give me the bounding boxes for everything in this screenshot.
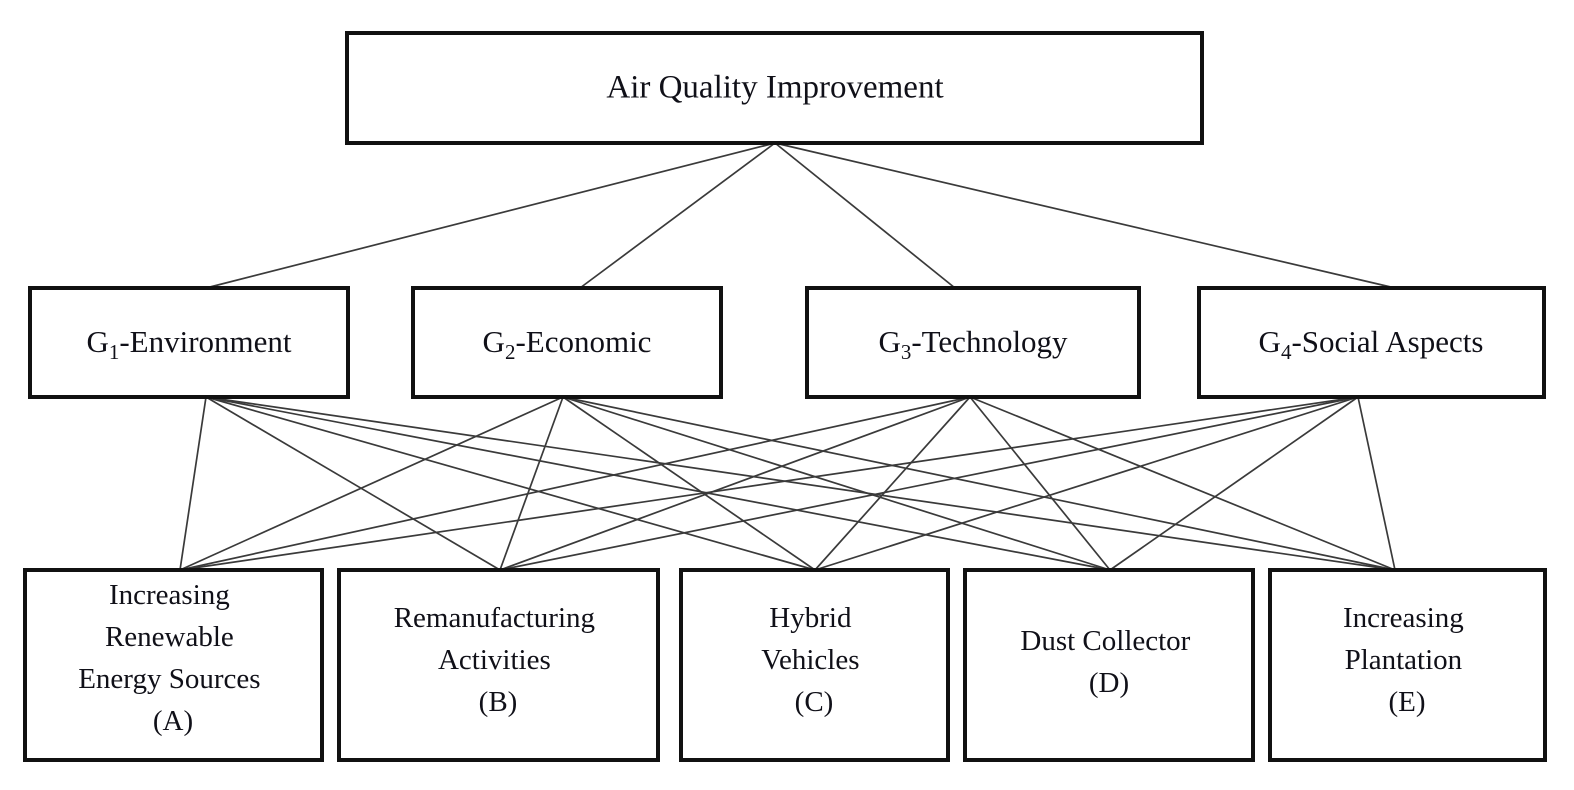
alternative-box-D bbox=[963, 568, 1255, 762]
alt-B-line-1: Remanufacturing bbox=[394, 602, 595, 634]
alt-A-line-3: Energy Sources bbox=[78, 663, 260, 695]
criterion-suffix-G3: -Technology bbox=[911, 324, 1068, 359]
alt-B-line-2: Activities bbox=[438, 644, 551, 676]
criterion-label-G4: G4-Social Aspects bbox=[1259, 324, 1484, 364]
criterion-prefix-G1: G bbox=[86, 324, 108, 359]
node-criterion-G4[interactable]: G4-Social Aspects bbox=[1197, 286, 1546, 399]
node-criterion-G3[interactable]: G3-Technology bbox=[805, 286, 1141, 399]
alt-C-line-3: (C) bbox=[795, 686, 834, 718]
alternative-label-D: Dust Collector (D) bbox=[1020, 625, 1197, 699]
criterion-prefix-G3: G bbox=[878, 324, 900, 359]
alternative-label-E: Increasing Plantation (E) bbox=[1343, 602, 1471, 718]
alt-A-line-1: Increasing bbox=[109, 579, 230, 611]
criterion-label-G1: G1-Environment bbox=[86, 324, 291, 364]
node-alternative-C[interactable]: Hybrid Vehicles (C) bbox=[679, 568, 950, 762]
alt-C-line-2: Vehicles bbox=[761, 644, 859, 676]
criterion-suffix-G4: -Social Aspects bbox=[1291, 324, 1483, 359]
link-goal-to-G1 bbox=[205, 142, 776, 289]
node-goal[interactable]: Air Quality Improvement bbox=[345, 31, 1204, 145]
node-alternative-B[interactable]: Remanufacturing Activities (B) bbox=[337, 568, 660, 762]
alt-A-line-4: (A) bbox=[153, 705, 193, 737]
alt-E-line-2: Plantation bbox=[1345, 644, 1463, 676]
goal-box bbox=[345, 31, 1204, 145]
link-G4-to-D bbox=[1109, 396, 1359, 571]
link-G3-to-A bbox=[179, 396, 971, 571]
link-G1-to-D bbox=[205, 396, 1111, 571]
criterion-suffix-G2: -Economic bbox=[515, 324, 651, 359]
criterion-subscript-G2: 2 bbox=[505, 340, 516, 364]
alternative-label-C: Hybrid Vehicles (C) bbox=[761, 602, 867, 718]
link-G3-to-B bbox=[499, 396, 971, 571]
link-G4-to-C bbox=[814, 396, 1359, 571]
criterion-subscript-G3: 3 bbox=[901, 340, 912, 364]
alt-C-line-1: Hybrid bbox=[769, 602, 852, 634]
link-G1-to-E bbox=[205, 396, 1396, 571]
node-alternative-D[interactable]: Dust Collector (D) bbox=[963, 568, 1255, 762]
link-goal-to-G3 bbox=[774, 142, 956, 289]
criterion-prefix-G4: G bbox=[1259, 324, 1281, 359]
alt-D-line-1: Dust Collector bbox=[1020, 625, 1190, 657]
alt-E-line-3: (E) bbox=[1388, 686, 1425, 718]
criterion-box-G4 bbox=[1197, 286, 1546, 399]
link-G1-to-B bbox=[205, 396, 501, 571]
link-G4-to-E bbox=[1357, 396, 1396, 571]
alternative-box-B bbox=[337, 568, 660, 762]
criterion-box-G2 bbox=[411, 286, 723, 399]
link-G2-to-C bbox=[562, 396, 816, 571]
link-G3-to-E bbox=[969, 396, 1396, 571]
criterion-subscript-G1: 1 bbox=[109, 340, 120, 364]
goal-to-criteria-links bbox=[205, 142, 1396, 289]
goal-label: Air Quality Improvement bbox=[606, 70, 943, 106]
criterion-suffix-G1: -Environment bbox=[119, 324, 292, 359]
alternative-label-B: Remanufacturing Activities (B) bbox=[394, 602, 603, 718]
node-criterion-G2[interactable]: G2-Economic bbox=[411, 286, 723, 399]
link-G2-to-D bbox=[562, 396, 1111, 571]
node-criterion-G1[interactable]: G1-Environment bbox=[28, 286, 350, 399]
alt-B-line-3: (B) bbox=[479, 686, 518, 718]
alt-A-line-2: Renewable bbox=[105, 621, 234, 653]
alternative-label-A: Increasing Renewable Energy Sources (A) bbox=[78, 579, 268, 737]
node-alternative-E[interactable]: Increasing Plantation (E) bbox=[1268, 568, 1547, 762]
link-G2-to-A bbox=[179, 396, 564, 571]
criterion-prefix-G2: G bbox=[483, 324, 505, 359]
criterion-label-G3: G3-Technology bbox=[878, 324, 1068, 364]
alternative-box-A bbox=[23, 568, 324, 762]
alternative-box-E bbox=[1268, 568, 1547, 762]
alternative-box-C bbox=[679, 568, 950, 762]
link-G1-to-A bbox=[179, 396, 207, 571]
criterion-subscript-G4: 4 bbox=[1281, 340, 1292, 364]
criterion-label-G2: G2-Economic bbox=[483, 324, 652, 364]
link-G3-to-D bbox=[969, 396, 1111, 571]
node-alternative-A[interactable]: Increasing Renewable Energy Sources (A) bbox=[23, 568, 324, 762]
link-G2-to-B bbox=[499, 396, 564, 571]
link-G4-to-A bbox=[179, 396, 1359, 571]
alt-D-line-2: (D) bbox=[1089, 667, 1129, 699]
criterion-box-G1 bbox=[28, 286, 350, 399]
criterion-box-G3 bbox=[805, 286, 1141, 399]
link-G4-to-B bbox=[499, 396, 1359, 571]
link-G2-to-E bbox=[562, 396, 1396, 571]
alt-E-line-1: Increasing bbox=[1343, 602, 1464, 634]
criteria-to-alternatives-links bbox=[179, 396, 1396, 571]
link-goal-to-G2 bbox=[579, 142, 776, 289]
link-G3-to-C bbox=[814, 396, 971, 571]
link-goal-to-G4 bbox=[774, 142, 1396, 289]
link-G1-to-C bbox=[205, 396, 816, 571]
